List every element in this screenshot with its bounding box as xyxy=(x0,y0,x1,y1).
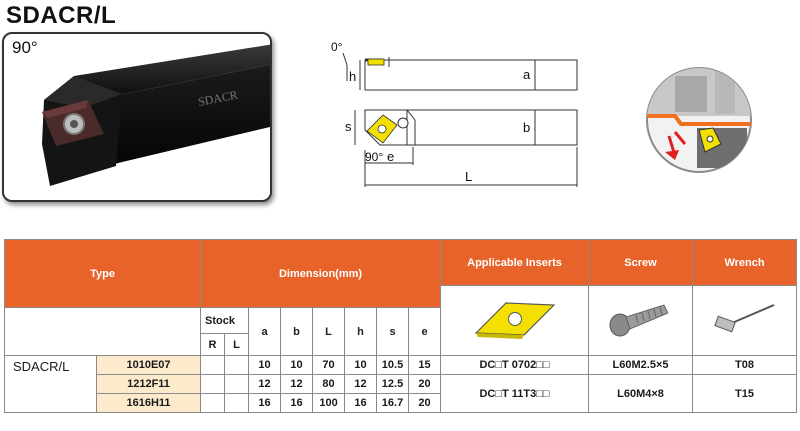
screw-image-cell xyxy=(588,285,694,356)
dim-s: 10.5 xyxy=(376,355,410,375)
type-name: SDACR/L xyxy=(4,355,97,413)
dim-b: 12 xyxy=(280,374,314,394)
insert-image-cell xyxy=(440,285,590,356)
rhombic-insert-icon xyxy=(474,302,555,339)
wrench-spec: T08 xyxy=(692,355,798,375)
wrench-header: Wrench xyxy=(692,239,798,286)
dim-L: 100 xyxy=(312,393,346,413)
wrench-spec: T15 xyxy=(692,374,798,413)
dim-h: 12 xyxy=(344,374,378,394)
screw-spec: L60M4×8 xyxy=(588,374,694,413)
a-label: a xyxy=(523,67,531,82)
l-label: L xyxy=(224,333,250,356)
dim-a: 12 xyxy=(248,374,282,394)
angle-label: 90° xyxy=(12,38,38,57)
dimension-header: Dimension(mm) xyxy=(200,239,442,308)
L-label: L xyxy=(465,169,472,184)
tool-holder-image: SDACR xyxy=(42,44,270,186)
wrench-icon xyxy=(713,304,774,333)
dim-s: 12.5 xyxy=(376,374,410,394)
screw-spec: L60M2.5×5 xyxy=(588,355,694,375)
col-L-header: L xyxy=(312,307,346,356)
angle-90-label: 90° xyxy=(365,150,383,164)
inserts-header: Applicable Inserts xyxy=(440,239,590,286)
type-header: Type xyxy=(3,239,202,308)
product-title: SDACR/L xyxy=(6,2,117,29)
table-row: 1212F11 12 12 80 12 12.5 20 DC□T 11T3□□ … xyxy=(5,374,798,413)
insert-spec: DC□T 0702□□ xyxy=(440,355,590,375)
b-label: b xyxy=(523,120,530,135)
tool-holder-photo: 90° SDACR xyxy=(2,32,272,202)
col-e-header: e xyxy=(408,307,442,356)
machining-setup-diagram xyxy=(646,67,752,173)
col-a-header: a xyxy=(248,307,282,356)
table-row: SDACR/L 1010E07 10 10 70 10 10.5 15 DC□T… xyxy=(4,355,798,413)
wrench-image-cell xyxy=(692,285,798,356)
dimension-drawing: 0° h a s b 90° e L xyxy=(331,40,578,187)
col-b-header: b xyxy=(280,307,314,356)
dim-b: 16 xyxy=(280,393,314,413)
stock-label: Stock xyxy=(200,307,250,334)
dim-a: 10 xyxy=(248,355,282,375)
h-label: h xyxy=(349,69,356,84)
dim-a: 16 xyxy=(248,393,282,413)
dim-e: 20 xyxy=(408,374,442,394)
screw-icon xyxy=(609,304,669,337)
dim-h: 10 xyxy=(344,355,378,375)
dim-e: 20 xyxy=(408,393,442,413)
model-code: 1616H11 xyxy=(95,393,202,413)
spec-table: Type Dimension(mm) Applicable Inserts Sc… xyxy=(3,239,798,413)
dim-s: 16.7 xyxy=(376,393,410,413)
screw-header: Screw xyxy=(588,239,694,286)
e-label: e xyxy=(387,149,394,164)
s-label: s xyxy=(345,119,352,134)
dim-b: 10 xyxy=(280,355,314,375)
dim-h: 16 xyxy=(344,393,378,413)
model-code: 1212F11 xyxy=(95,374,202,394)
zero-angle-label: 0° xyxy=(331,40,343,54)
model-code: 1010E07 xyxy=(95,355,202,375)
insert-spec: DC□T 11T3□□ xyxy=(440,374,590,413)
r-label: R xyxy=(200,333,226,356)
table-row: 1616H11 16 16 100 16 16.7 20 xyxy=(5,393,797,413)
col-s-header: s xyxy=(376,307,410,356)
dim-L: 70 xyxy=(312,355,346,375)
dim-L: 80 xyxy=(312,374,346,394)
dim-e: 15 xyxy=(408,355,442,375)
col-h-header: h xyxy=(344,307,378,356)
side-insert-shape xyxy=(367,58,385,66)
